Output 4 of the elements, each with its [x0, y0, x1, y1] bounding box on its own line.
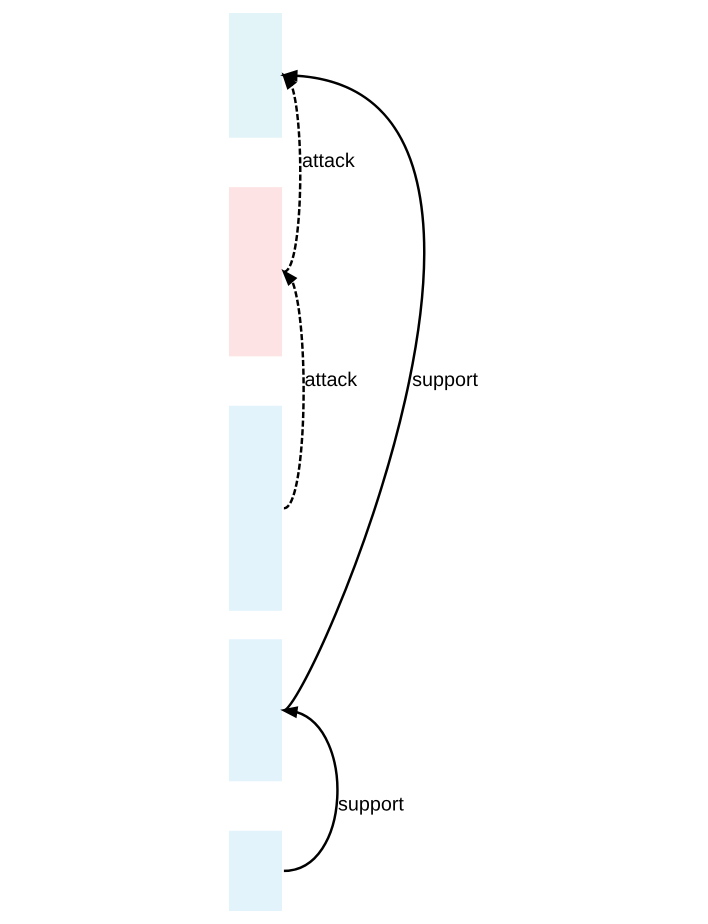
edge-label: attack [302, 150, 355, 172]
edge-label: support [412, 368, 478, 391]
edge-label: support [338, 794, 404, 816]
edge-label: attack [304, 368, 358, 391]
